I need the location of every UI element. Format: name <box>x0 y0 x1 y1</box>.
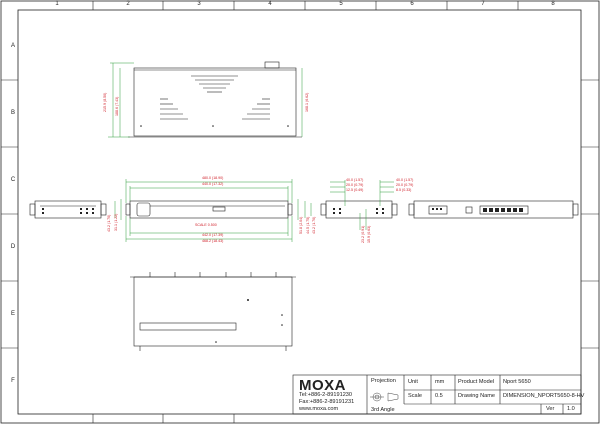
version-label: Ver <box>546 406 555 412</box>
grid-column-5: 5 <box>339 1 343 7</box>
grid-row-e: E <box>10 311 15 317</box>
dim-side-v2: 15.9 (0.63) <box>367 225 371 243</box>
dim-side-a3: 12.5 (0.49) <box>346 188 364 192</box>
drawing-name-label: Drawing Name <box>458 393 495 399</box>
company-tel: Tel:+886-2-89191230 <box>299 392 353 398</box>
company-fax: Fax:+886-2-89191231 <box>299 399 355 405</box>
dim-front-bot1: 442.0 (17.39) <box>202 233 224 237</box>
scale-value: 0.5 <box>435 393 443 399</box>
dim-front-scale: SCALE 0.500 <box>195 223 217 227</box>
dim-side-b2: 20.0 (0.79) <box>396 183 414 187</box>
dim-side-b3: 8.5 (0.33) <box>396 188 412 192</box>
grid-column-7: 7 <box>481 1 485 7</box>
drawing-name-value: DIMENSION_NPORT5650-8-HV <box>503 393 585 399</box>
dim-front-left1: 43.2 (1.70) <box>107 214 111 232</box>
grid-column-2: 2 <box>126 1 130 7</box>
version-value: 1.0 <box>567 406 575 412</box>
dim-front-right2: 44.5 (1.75) <box>306 216 310 234</box>
dim-top-left: 215.9 (8.50) <box>103 92 107 112</box>
product-model-value: Nport 5650 <box>503 379 531 385</box>
grid-column-8: 8 <box>551 1 555 7</box>
unit-label: Unit <box>408 379 418 385</box>
dim-front-top1: 480.0 (18.90) <box>202 176 224 180</box>
company-web: www.moxa.com <box>299 406 339 412</box>
unit-value: mm <box>435 379 445 385</box>
dim-front-right3: 43.2 (1.70) <box>312 216 316 234</box>
projection-label: Projection <box>371 378 396 384</box>
dim-front-top2: 440.0 (17.32) <box>202 182 224 186</box>
grid-column-6: 6 <box>410 1 414 7</box>
dim-top-right: 168.1 (6.62) <box>305 92 309 112</box>
dim-side-a1: 40.0 (1.57) <box>346 178 364 182</box>
dim-side-v1: 23.2 (0.91) <box>361 225 365 243</box>
dim-front-left2: 31.1 (1.22) <box>114 213 118 231</box>
dim-front-right1: 51.8 (2.04) <box>299 216 303 234</box>
angle-label: 3rd Angle <box>371 407 395 413</box>
grid-column-3: 3 <box>197 1 201 7</box>
dim-top-left-sub: 188.6 (7.43) <box>115 96 119 116</box>
grid-column-1: 1 <box>55 1 59 7</box>
moxa-logo: MOXA <box>299 377 346 394</box>
grid-row-f: F <box>11 378 15 384</box>
grid-column-4: 4 <box>268 1 272 7</box>
grid-row-a: A <box>10 43 15 49</box>
scale-label: Scale <box>408 393 422 399</box>
grid-row-b: B <box>10 110 15 116</box>
dim-side-a2: 20.0 (0.79) <box>346 183 364 187</box>
product-model-label: Product Model <box>458 379 495 385</box>
grid-row-d: D <box>10 244 16 250</box>
dim-side-b1: 40.0 (1.57) <box>396 178 414 182</box>
dim-front-bot2: 468.2 (18.43) <box>202 239 224 243</box>
grid-row-c: C <box>10 177 16 183</box>
